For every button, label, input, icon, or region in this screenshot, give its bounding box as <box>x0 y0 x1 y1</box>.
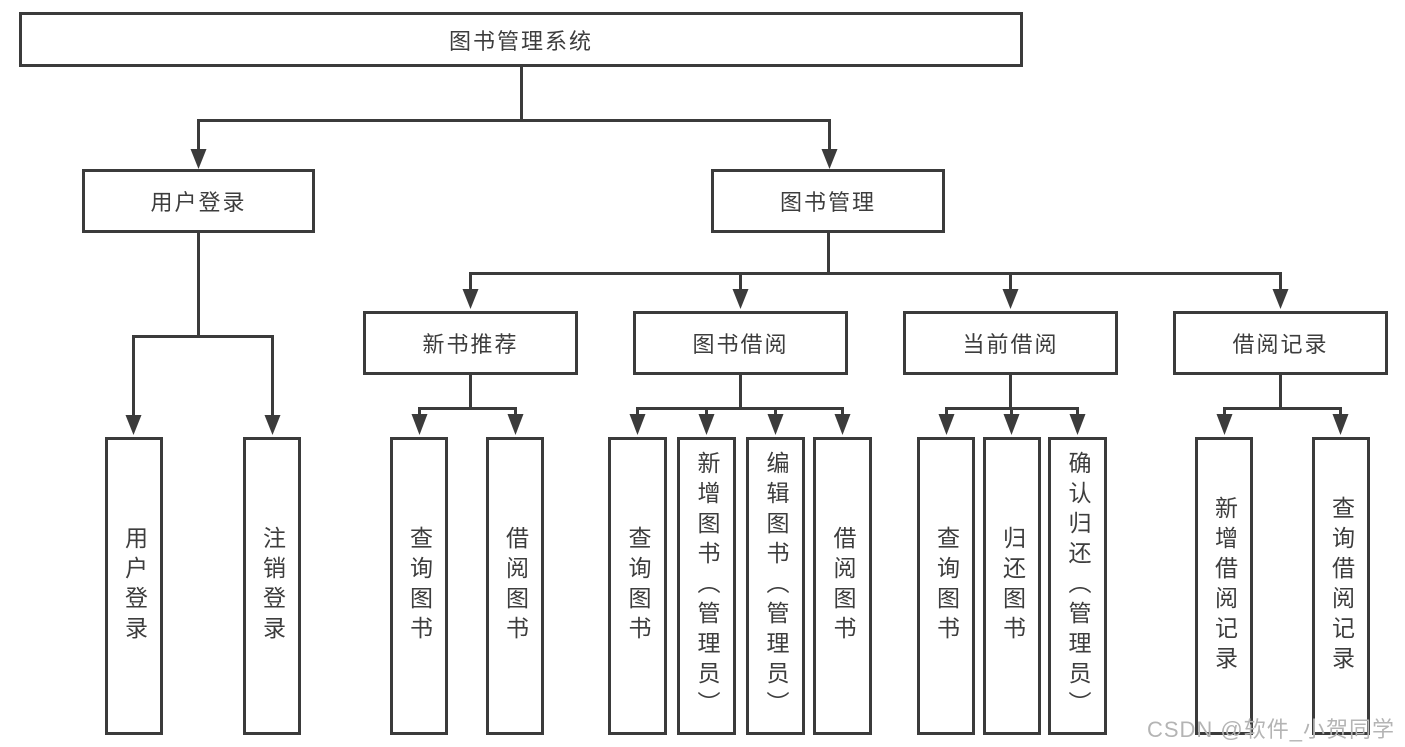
node-label: 编辑图书（管理员） <box>763 451 789 721</box>
node-book-borrowing: 图书借阅 <box>633 311 848 375</box>
node-user-login-child-logout: 注销登录 <box>243 437 301 735</box>
node-label: 归还图书 <box>999 526 1026 646</box>
node-borrowing-child-borrow-books: 借阅图书 <box>813 437 872 735</box>
node-label: 查询图书 <box>933 526 960 646</box>
node-label: 查询图书 <box>406 526 433 646</box>
node-borrowing-child-query-books: 查询图书 <box>608 437 667 735</box>
node-records-child-add-record: 新增借阅记录 <box>1195 437 1253 735</box>
node-label: 借阅图书 <box>830 526 856 646</box>
node-label: 确认归还（管理员） <box>1065 451 1091 721</box>
node-recommend-child-borrow-books: 借阅图书 <box>486 437 544 735</box>
node-book-management: 图书管理 <box>711 169 945 233</box>
node-label: 用户登录 <box>121 526 148 646</box>
node-user-login: 用户登录 <box>82 169 315 233</box>
node-borrowing-child-add-books-admin: 新增图书（管理员） <box>677 437 736 735</box>
node-borrowing-child-edit-books-admin: 编辑图书（管理员） <box>746 437 805 735</box>
node-new-book-recommend: 新书推荐 <box>363 311 578 375</box>
csdn-watermark: CSDN @软件_小贺同学 <box>1146 717 1395 742</box>
node-label: 查询图书 <box>625 526 651 646</box>
node-current-borrowing: 当前借阅 <box>903 311 1118 375</box>
node-current-child-return-books: 归还图书 <box>983 437 1041 735</box>
node-label: 新增图书（管理员） <box>694 451 720 721</box>
node-user-login-child-login: 用户登录 <box>105 437 163 735</box>
node-label: 新增借阅记录 <box>1211 496 1238 676</box>
node-label: 借阅图书 <box>502 526 529 646</box>
node-label: 注销登录 <box>259 526 286 646</box>
node-current-child-query-books: 查询图书 <box>917 437 975 735</box>
node-borrowing-records: 借阅记录 <box>1173 311 1388 375</box>
node-current-child-confirm-return-admin: 确认归还（管理员） <box>1048 437 1107 735</box>
node-root: 图书管理系统 <box>19 12 1023 67</box>
node-records-child-query-record: 查询借阅记录 <box>1312 437 1370 735</box>
node-recommend-child-query-books: 查询图书 <box>390 437 448 735</box>
node-label: 查询借阅记录 <box>1328 496 1355 676</box>
